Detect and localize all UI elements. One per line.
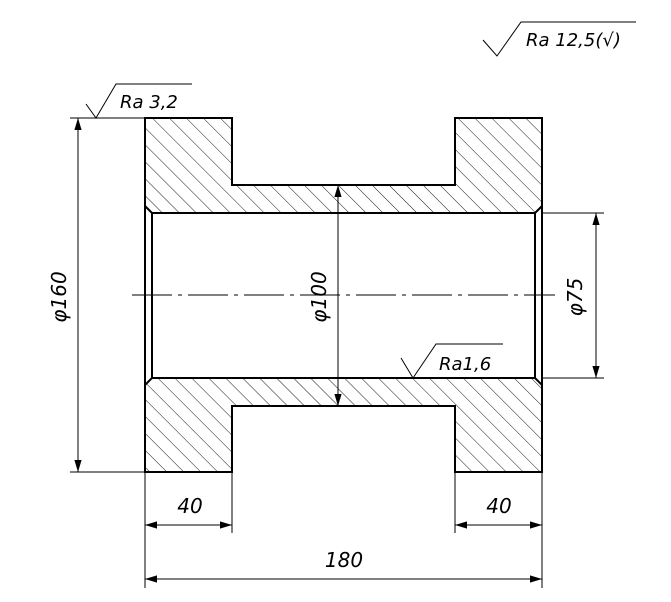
roughness-outer-face: Ra 3,2 bbox=[120, 92, 178, 113]
roughness-symbol-bore bbox=[400, 343, 503, 379]
dim-flange-left: 40 bbox=[177, 494, 202, 518]
chamfer-right-top bbox=[534, 205, 543, 214]
roughness-bore: Ra1,6 bbox=[439, 354, 491, 375]
general-roughness: Ra 12,5(√) bbox=[526, 30, 621, 51]
roughness-symbol-general bbox=[482, 21, 636, 57]
chamfer-left-bottom bbox=[144, 377, 153, 386]
roughness-symbol-outer bbox=[85, 83, 192, 119]
section-hatch-bottom bbox=[145, 378, 542, 472]
chamfer-left-top bbox=[144, 205, 153, 214]
dim-outer-diameter: φ160 bbox=[47, 271, 71, 322]
dim-end-bore-diameter: φ75 bbox=[563, 278, 587, 317]
dim-flange-right: 40 bbox=[486, 494, 511, 518]
dim-bore-diameter: φ100 bbox=[307, 271, 331, 322]
section-hatch-top bbox=[145, 118, 542, 213]
chamfer-right-bottom bbox=[534, 377, 543, 386]
dim-total-length: 180 bbox=[325, 548, 363, 572]
